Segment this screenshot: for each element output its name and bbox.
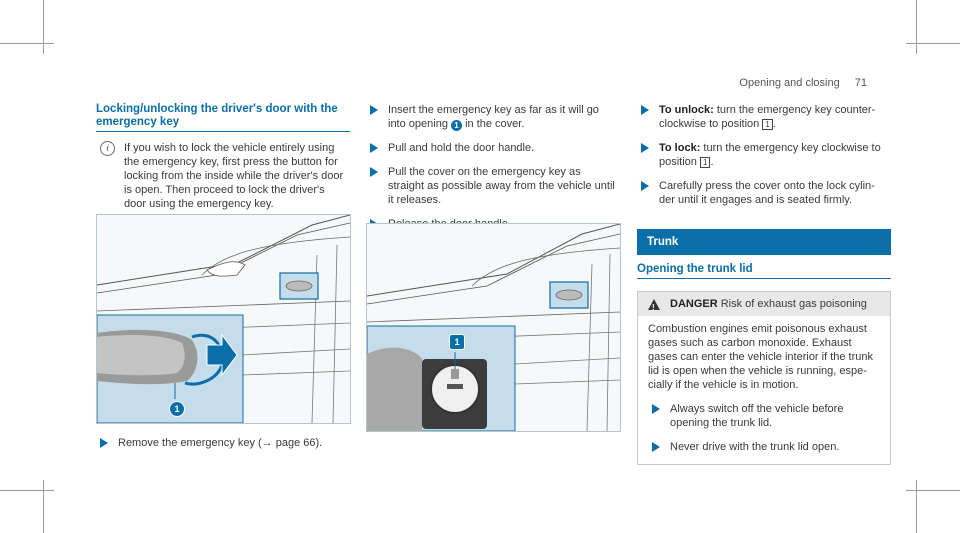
crop-mark <box>906 490 960 491</box>
column-2: Insert the emergency key as far as it wi… <box>366 103 620 231</box>
heading-rule <box>637 278 891 279</box>
step-arrow-icon <box>652 442 660 452</box>
figure-callout-1: 1 <box>449 334 465 350</box>
danger-step-switch-off: Always switch off the vehicle before ope… <box>648 402 880 430</box>
crop-mark <box>0 43 54 44</box>
step-arrow-icon <box>641 105 649 115</box>
crop-mark <box>43 0 44 54</box>
step-pull-handle: Pull and hold the door handle. <box>366 141 620 155</box>
note-text: If you wish to lock the vehicle entirely… <box>124 142 344 210</box>
crop-mark <box>916 480 917 533</box>
danger-label: DANGER <box>670 298 718 310</box>
step-arrow-icon <box>370 105 378 115</box>
page-reference-link[interactable]: → page 66 <box>261 437 316 449</box>
danger-header: ! DANGER Risk of exhaust gas poisoning <box>638 292 890 316</box>
crop-mark <box>906 43 960 44</box>
step-arrow-icon <box>641 143 649 153</box>
header-title: Opening and closing <box>739 77 840 89</box>
crop-mark <box>43 480 44 533</box>
section-heading: Locking/unlocking the driver's door with… <box>96 103 338 128</box>
step-arrow-icon <box>641 181 649 191</box>
danger-body: Combustion engines emit poisonous exhaus… <box>638 316 890 464</box>
column-3: To unlock: turn the emergency key counte… <box>637 103 891 465</box>
position-key-icon: 1 <box>699 157 711 168</box>
step-arrow-icon <box>100 438 108 448</box>
trunk-subtitle: Opening the trunk lid <box>637 263 753 275</box>
danger-step-never-drive: Never drive with the trunk lid open. <box>648 440 880 454</box>
step-arrow-icon <box>652 404 660 414</box>
crop-mark <box>916 0 917 54</box>
crop-mark <box>0 490 54 491</box>
step-remove-key: Remove the emergency key (→ page 66). <box>96 436 350 450</box>
step-pull-cover: Pull the cover on the emergency key as s… <box>366 165 620 207</box>
callout-badge: 1 <box>451 120 463 131</box>
step-unlock: To unlock: turn the emergency key counte… <box>637 103 891 131</box>
step-lock: To lock: turn the emergency key clockwis… <box>637 141 891 169</box>
door-illustration <box>97 215 350 423</box>
figure-door-handle-key: 1 <box>96 214 351 424</box>
danger-box: ! DANGER Risk of exhaust gas poisoning C… <box>637 291 891 465</box>
page-header: Opening and closing 71 <box>739 77 867 89</box>
step-arrow-icon <box>370 143 378 153</box>
info-icon: i <box>100 141 115 156</box>
position-key-icon: 1 <box>762 119 773 130</box>
figure-callout-1: 1 <box>169 401 185 417</box>
warning-triangle-icon: ! <box>648 298 660 312</box>
trunk-section-title: Trunk <box>637 229 891 255</box>
column-1-after-figure: Remove the emergency key (→ page 66). <box>96 436 350 450</box>
lock-illustration <box>367 224 620 431</box>
column-1: Locking/unlocking the driver's door with… <box>96 103 350 211</box>
danger-title: Risk of exhaust gas poisoning <box>720 298 867 310</box>
step-insert-key: Insert the emergency key as far as it wi… <box>366 103 620 131</box>
note: i If you wish to lock the vehicle entire… <box>96 141 350 211</box>
heading-rule <box>96 131 350 132</box>
page-number: 71 <box>854 77 867 89</box>
step-arrow-icon <box>370 167 378 177</box>
step-press-cover: Carefully press the cover onto the lock … <box>637 179 891 207</box>
figure-lock-cylinder: 1 <box>366 223 621 432</box>
